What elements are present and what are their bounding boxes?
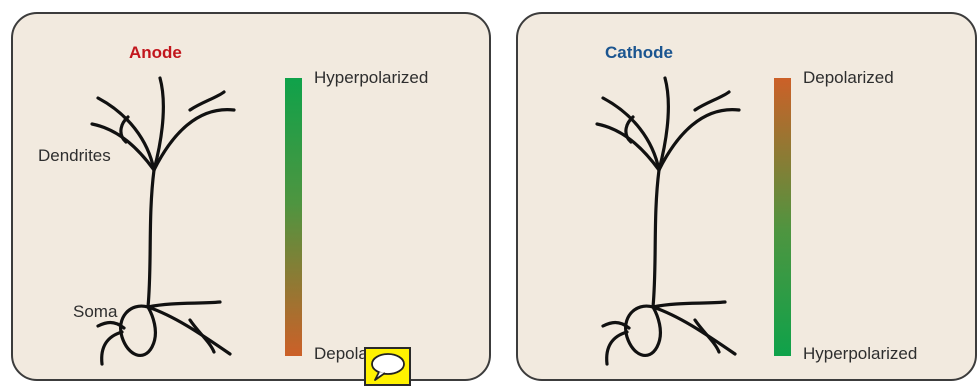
comment-button[interactable] — [364, 347, 411, 386]
cathode-panel: Cathode Depolarized Hyperpolarized — [516, 12, 977, 381]
neuron-illustration — [2, 2, 302, 386]
speech-bubble-icon — [369, 352, 407, 382]
polarization-gradient-bar — [774, 78, 791, 356]
soma-label: Soma — [73, 302, 117, 322]
polarization-gradient-bar — [285, 78, 302, 356]
bar-top-label: Depolarized — [803, 68, 894, 88]
dendrites-label: Dendrites — [38, 146, 111, 166]
bar-top-label: Hyperpolarized — [314, 68, 428, 88]
bar-bottom-label: Hyperpolarized — [803, 344, 917, 364]
anode-panel: Anode Dendrites — [11, 12, 491, 381]
neuron-illustration — [507, 2, 807, 386]
